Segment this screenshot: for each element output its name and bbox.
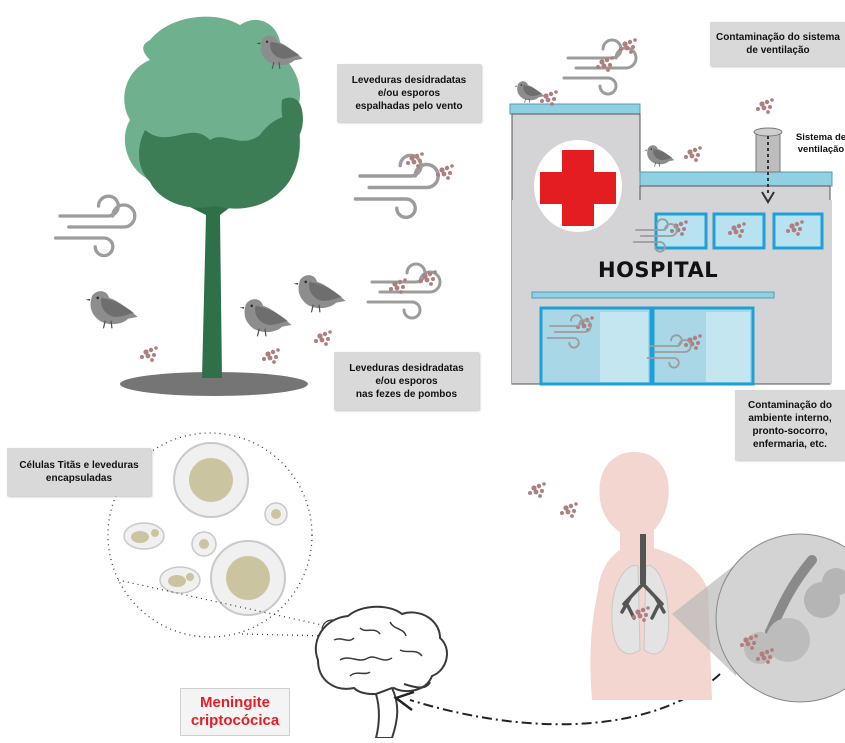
hospital — [509, 80, 833, 386]
label-line: Contaminação do — [748, 400, 832, 411]
arrowhead-icon — [393, 690, 415, 711]
label-line: criptocócica — [190, 712, 280, 729]
pigeon-icon — [643, 144, 675, 168]
label-ventilation-system: Sistema de ventilação — [786, 132, 845, 156]
label-line: Sistema de — [795, 132, 845, 143]
label-meningitis: Meningite criptocócica — [180, 688, 290, 736]
infection-path-arrow — [409, 673, 721, 726]
cell-magnifier — [107, 432, 343, 641]
spore-cluster-icon — [140, 346, 158, 362]
label-line: Contaminação do sistema — [716, 32, 840, 43]
label-spores-wind: Leveduras desidradatas e/ou esporos espa… — [337, 64, 481, 122]
tree — [120, 16, 308, 396]
label-line: Células Titãs e leveduras — [19, 460, 139, 471]
label-line: Leveduras desidradatas — [349, 362, 464, 374]
pigeon-icon — [84, 290, 139, 329]
label-spores-feces: Leveduras desidradatas e/ou esporos nas … — [334, 352, 479, 410]
human-torso-icon — [590, 452, 712, 700]
pigeon-icon — [292, 274, 347, 313]
label-line: ambiente interno, — [748, 413, 832, 424]
wind-icon — [53, 194, 137, 258]
spore-cluster-icon — [684, 146, 702, 162]
brain-icon — [314, 605, 448, 739]
label-line: pronto-socorro, — [752, 426, 828, 437]
tree-shadow — [120, 372, 308, 396]
spore-cluster-icon — [528, 482, 546, 498]
label-line: e/ou esporos — [375, 375, 438, 387]
label-interior-contamination: Contaminação do ambiente interno, pronto… — [735, 390, 845, 460]
label-line: Leveduras desidradatas — [351, 74, 467, 86]
pigeon-icon — [513, 80, 545, 104]
label-line: ventilação — [797, 143, 845, 155]
spore-cluster-icon — [262, 348, 280, 364]
wind-icon — [353, 153, 440, 220]
spore-cluster-icon — [560, 502, 578, 518]
label-line: e/ou esporos — [377, 87, 441, 99]
pigeon-icon — [238, 298, 293, 337]
hospital-sign: HOSPITAL — [598, 258, 719, 282]
label-line: Meningite — [200, 694, 270, 711]
label-line: encapsuladas — [45, 473, 113, 484]
label-line: nas fezes de pombos — [355, 388, 458, 400]
label-ventilation-contamination: Contaminação do sistema de ventilação — [710, 22, 845, 66]
lung-magnifier — [672, 533, 845, 703]
label-line: espalhadas pelo vento — [355, 100, 463, 112]
label-line: de ventilação — [746, 45, 810, 56]
label-line: enfermaria, etc. — [753, 439, 827, 450]
spore-cluster-icon — [756, 98, 774, 114]
label-titan-cells: Células Titãs e leveduras encapsuladas — [7, 448, 151, 496]
tree-canopy-dark — [138, 115, 300, 209]
spore-cluster-icon — [314, 330, 332, 346]
